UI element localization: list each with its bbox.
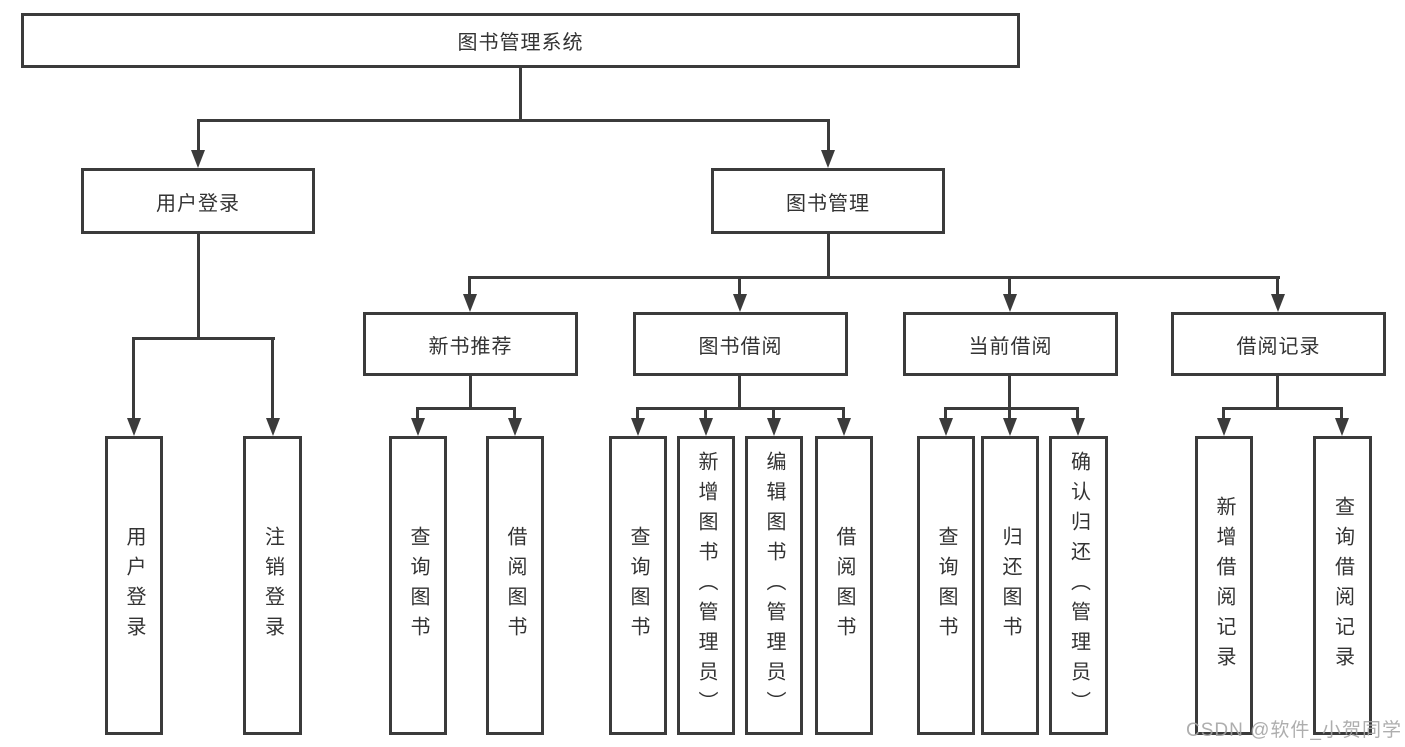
arrow-down-icon — [821, 150, 835, 168]
connector-shaft — [1076, 407, 1079, 424]
node-label: 当前借阅 — [968, 335, 1053, 358]
node-borrow-records: 借阅记录 — [1171, 312, 1386, 376]
leaf-logout: 注销登录 — [243, 436, 302, 735]
connector-shaft — [704, 407, 707, 424]
arrow-down-icon — [939, 418, 953, 436]
connector-root-stub — [519, 68, 522, 122]
connector-shaft — [944, 407, 947, 424]
connector-userlogin-bar — [132, 337, 275, 340]
arrow-down-icon — [1271, 294, 1285, 312]
arrow-down-icon — [1217, 418, 1231, 436]
arrow-down-icon — [463, 294, 477, 312]
arrow-down-icon — [127, 418, 141, 436]
connector-bookmgmt-bar — [469, 276, 1280, 279]
arrow-down-icon — [1335, 418, 1349, 436]
connector-shaft — [1008, 276, 1011, 296]
connector-shaft — [271, 337, 274, 422]
connector-shaft — [416, 407, 419, 424]
node-new-book-recommend: 新书推荐 — [363, 312, 578, 376]
leaf-edit-books-admin: 编辑图书（管理员） — [745, 436, 803, 735]
connector-bar — [637, 407, 845, 410]
node-book-borrowing: 图书借阅 — [633, 312, 848, 376]
arrow-down-icon — [1003, 294, 1017, 312]
node-user-login: 用户登录 — [81, 168, 315, 234]
leaf-query-books-current: 查询图书 — [917, 436, 975, 735]
connector-bar — [945, 407, 1079, 410]
connector-userlogin-stub — [197, 234, 200, 340]
connector-shaft — [1276, 276, 1279, 296]
leaf-query-books-borrowing: 查询图书 — [609, 436, 667, 735]
leaf-add-borrow-record: 新增借阅记录 — [1195, 436, 1253, 735]
arrow-down-icon — [699, 418, 713, 436]
node-label: 查询图书 — [627, 525, 649, 646]
leaf-borrow-books-recommend: 借阅图书 — [486, 436, 544, 735]
csdn-watermark: CSDN @软件_小贺同学 — [1186, 720, 1402, 741]
connector-bookmgmt-stub — [827, 234, 830, 279]
connector-shaft — [842, 407, 845, 424]
node-label: 确认归还（管理员） — [1067, 450, 1090, 721]
leaf-user-login: 用户登录 — [105, 436, 163, 735]
connector-shaft — [1340, 407, 1343, 424]
connector-shaft — [513, 407, 516, 424]
arrow-down-icon — [508, 418, 522, 436]
leaf-query-books-recommend: 查询图书 — [389, 436, 447, 735]
node-label: 借阅记录 — [1236, 335, 1321, 358]
arrow-down-icon — [733, 294, 747, 312]
node-label: 查询图书 — [407, 525, 429, 646]
arrow-down-icon — [631, 418, 645, 436]
arrow-down-icon — [767, 418, 781, 436]
arrow-down-icon — [1003, 418, 1017, 436]
connector-shaft — [772, 407, 775, 424]
node-label: 查询借阅记录 — [1331, 495, 1354, 676]
node-label: 新增图书（管理员） — [695, 450, 717, 721]
connector-shaft — [132, 337, 135, 422]
node-label: 用户登录 — [123, 525, 145, 646]
connector-shaft — [1222, 407, 1225, 424]
connector-shaft — [1008, 407, 1011, 424]
node-label: 注销登录 — [261, 525, 284, 646]
node-label: 新增借阅记录 — [1213, 495, 1235, 676]
arrow-down-icon — [1071, 418, 1085, 436]
node-book-management: 图书管理 — [711, 168, 945, 234]
leaf-confirm-return-admin: 确认归还（管理员） — [1049, 436, 1108, 735]
connector-shaft — [738, 276, 741, 296]
connector-stub — [1276, 376, 1279, 410]
node-label: 新书推荐 — [428, 335, 513, 358]
connector-bar — [1223, 407, 1343, 410]
leaf-add-books-admin: 新增图书（管理员） — [677, 436, 735, 735]
node-label: 图书管理系统 — [457, 32, 584, 54]
arrow-down-icon — [837, 418, 851, 436]
node-label: 编辑图书（管理员） — [763, 450, 785, 721]
arrow-down-icon — [411, 418, 425, 436]
connector-root-bar — [197, 119, 830, 122]
connector-stub — [738, 376, 741, 410]
node-label: 用户登录 — [156, 192, 240, 215]
node-label: 归还图书 — [999, 525, 1021, 646]
leaf-return-books: 归还图书 — [981, 436, 1039, 735]
node-label: 借阅图书 — [504, 525, 526, 646]
connector-shaft — [636, 407, 639, 424]
node-label: 图书借阅 — [698, 335, 783, 358]
connector-shaft — [468, 276, 471, 296]
arrow-down-icon — [191, 150, 205, 168]
connector-stub — [1008, 376, 1011, 410]
connector-shaft — [197, 119, 200, 154]
leaf-query-borrow-record: 查询借阅记录 — [1313, 436, 1372, 735]
node-label: 图书管理 — [786, 192, 870, 215]
leaf-borrow-books: 借阅图书 — [815, 436, 873, 735]
connector-stub — [469, 376, 472, 410]
node-label: 查询图书 — [935, 525, 957, 646]
node-current-borrowing: 当前借阅 — [903, 312, 1118, 376]
connector-bar — [417, 407, 516, 410]
arrow-down-icon — [266, 418, 280, 436]
node-library-system: 图书管理系统 — [21, 13, 1020, 68]
connector-shaft — [827, 119, 830, 154]
node-label: 借阅图书 — [833, 525, 855, 646]
